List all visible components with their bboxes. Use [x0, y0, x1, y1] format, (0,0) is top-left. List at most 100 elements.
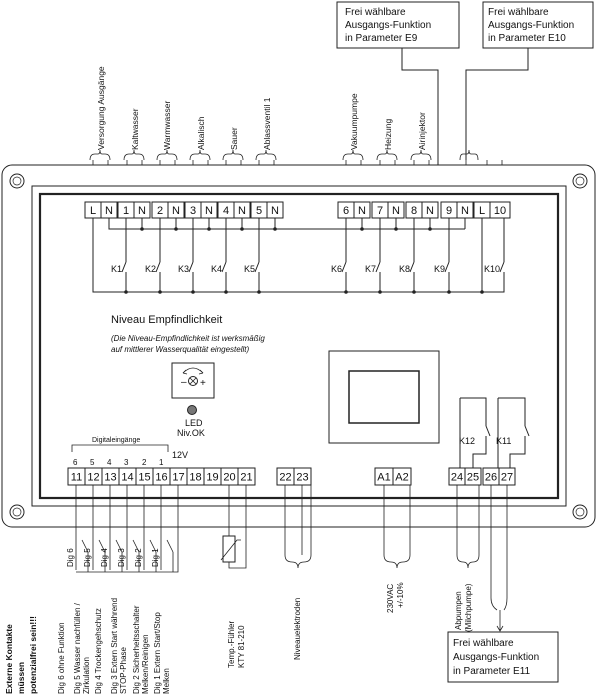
minus-icon: – [181, 377, 187, 388]
dig1-function-2: Melken [162, 668, 171, 694]
terminal-N[interactable]: N [100, 201, 118, 219]
power-label-1: 230VAC [386, 584, 395, 613]
terminal-18[interactable]: 18 [186, 467, 205, 486]
terminal-label: 27 [501, 472, 513, 484]
wire-tag-dig6: Dig 6 [66, 548, 75, 567]
terminal-N[interactable]: N [133, 201, 151, 219]
terminal-N[interactable]: N [266, 201, 284, 219]
electrode-wiring [284, 485, 312, 569]
label-heizung: Heizung [383, 119, 393, 150]
terminal-N[interactable]: N [456, 201, 474, 219]
terminal-A1[interactable]: A1 [374, 467, 394, 486]
pump-wiring [456, 485, 508, 632]
relay-k2: K2 [145, 264, 156, 274]
electrode-label: Niveauelektroden [293, 598, 302, 660]
terminal-23[interactable]: 23 [293, 467, 312, 486]
relay-k11-k12: K12 K11 [459, 397, 530, 468]
external-contacts-note: Externe Kontakte müssen potenzialfrei se… [4, 616, 38, 694]
terminal-25[interactable]: 25 [464, 467, 482, 486]
mount-hole-tl [9, 173, 25, 189]
terminal-label: 19 [206, 472, 218, 484]
digital-input-functions: Dig 6 ohne Funktion Dig 5 Wasser nachfül… [57, 598, 171, 694]
terminal-label: N [271, 205, 279, 217]
wire-tag-dig2: Dig 2 [134, 548, 143, 567]
dig3-function: Dig 3 Extern Start während [110, 598, 119, 694]
dig1-function: Dig 1 Extern Start/Stop [153, 612, 162, 694]
terminal-L-left[interactable]: L [84, 201, 102, 219]
terminal-L-right[interactable]: L [473, 201, 491, 219]
callout-e11-line3: in Parameter E11 [453, 666, 531, 677]
terminal-N[interactable]: N [353, 201, 371, 219]
relay-k12: K12 [459, 436, 475, 446]
bottom-terminal-strip: 11 12 13 14 15 16 17 18 19 20 21 22 23 A… [67, 467, 516, 486]
terminal-N[interactable]: N [233, 201, 251, 219]
relay-k11: K11 [496, 436, 511, 446]
terminal-10[interactable]: 10 [489, 201, 511, 219]
terminal-8[interactable]: 8 [405, 201, 423, 219]
terminal-label: 15 [138, 472, 150, 484]
dig5-function: Dig 5 Wasser nachfüllen / [73, 602, 82, 694]
terminal-label: 1 [123, 205, 129, 217]
enclosure [1, 164, 596, 528]
terminal-label: N [205, 205, 213, 217]
dig2-function: Dig 2 Sicherheitsschalter [132, 605, 141, 694]
terminal-14[interactable]: 14 [118, 467, 137, 486]
terminal-16[interactable]: 16 [152, 467, 171, 486]
terminal-22[interactable]: 22 [276, 467, 295, 486]
terminal-7[interactable]: 7 [371, 201, 389, 219]
din-3: 3 [124, 458, 129, 467]
callout-e9-line3: in Parameter E9 [345, 33, 418, 44]
terminal-2[interactable]: 2 [151, 201, 169, 219]
sensitivity-potentiometer[interactable]: – + [171, 362, 215, 399]
mount-hole-tr [572, 173, 588, 189]
led-sublabel: Niv.OK [177, 428, 205, 438]
terminal-17[interactable]: 17 [169, 467, 188, 486]
terminal-11[interactable]: 11 [67, 467, 86, 486]
relay-k7: K7 [365, 264, 376, 274]
pump-label-1: Abpumpen [454, 591, 463, 630]
din-6: 6 [73, 458, 78, 467]
terminal-15[interactable]: 15 [135, 467, 154, 486]
terminal-label: 14 [121, 472, 133, 484]
wire-tag-dig5: Dig 5 [83, 548, 92, 567]
terminal-13[interactable]: 13 [101, 467, 120, 486]
terminal-26[interactable]: 26 [482, 467, 500, 486]
terminal-1[interactable]: 1 [117, 201, 135, 219]
terminal-4[interactable]: 4 [217, 201, 235, 219]
terminal-N[interactable]: N [167, 201, 185, 219]
temp-sensor-wiring [220, 485, 247, 569]
terminal-label: N [138, 205, 146, 217]
callout-e9-line2: Ausgangs-Funktion [345, 20, 431, 31]
label-warmwasser: Warmwasser [162, 101, 172, 150]
terminal-6[interactable]: 6 [337, 201, 355, 219]
terminal-label: N [426, 205, 434, 217]
terminal-label: 11 [71, 472, 82, 484]
terminal-12[interactable]: 12 [84, 467, 103, 486]
terminal-3[interactable]: 3 [184, 201, 202, 219]
terminal-20[interactable]: 20 [220, 467, 239, 486]
external-note-3: potenzialfrei sein!!! [28, 616, 38, 694]
terminal-19[interactable]: 19 [203, 467, 222, 486]
terminal-N[interactable]: N [200, 201, 218, 219]
terminal-N[interactable]: N [421, 201, 439, 219]
terminal-label: 25 [467, 472, 479, 484]
label-sauer: Sauer [229, 127, 239, 150]
top-terminal-strip: L N 1 N 2 N 3 N 4 N 5 N 6 N 7 N 8 N 9 N … [84, 201, 511, 219]
terminal-9[interactable]: 9 [440, 201, 458, 219]
plus-icon: + [200, 378, 206, 389]
label-versorgung: Versorgung Ausgänge [96, 66, 106, 150]
top-braces [89, 149, 479, 161]
terminal-24[interactable]: 24 [448, 467, 466, 486]
terminal-21[interactable]: 21 [237, 467, 256, 486]
terminal-label: 8 [411, 205, 417, 217]
digital-inputs-header: Digitaleingänge 6 5 4 3 2 1 12V [71, 437, 188, 467]
terminal-A2[interactable]: A2 [392, 467, 412, 486]
sensitivity-section: Niveau Empfindlichkeit (Die Niveau-Empfi… [111, 314, 265, 438]
callout-e10-line2: Ausgangs-Funktion [488, 20, 574, 31]
terminal-label: N [172, 205, 180, 217]
terminal-N[interactable]: N [387, 201, 405, 219]
digital-inputs-title: Digitaleingänge [92, 437, 140, 444]
terminal-27[interactable]: 27 [498, 467, 516, 486]
terminal-5[interactable]: 5 [250, 201, 268, 219]
dig2-function-2: Melken/Reinigen [141, 634, 150, 694]
